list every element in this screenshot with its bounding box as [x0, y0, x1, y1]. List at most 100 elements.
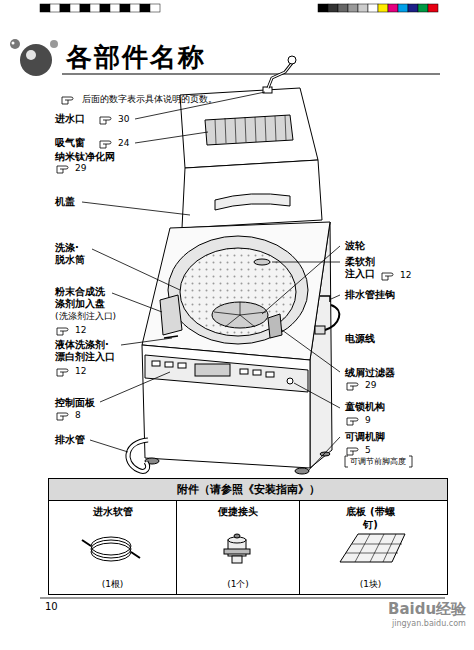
print-color-bar [50, 4, 60, 12]
part-name: 进水口 [55, 113, 85, 125]
leader-line [112, 293, 162, 312]
washing-machine [142, 345, 310, 468]
washing-machine [268, 63, 292, 88]
print-color-bar [338, 4, 348, 12]
washing-machine [164, 336, 178, 338]
leader-line [90, 440, 128, 452]
print-color-bar [40, 4, 50, 12]
part-name: 粉末合成洗 涤剂加入盘 [55, 286, 109, 310]
title-rule [62, 73, 440, 74]
connector-icon [224, 549, 250, 554]
washing-machine [288, 56, 296, 64]
accessory-name: 底板 (带螺钉) [343, 506, 399, 531]
callout-number: 8 [75, 410, 81, 421]
callout-number: 12 [400, 270, 411, 281]
page-ref-icon [347, 418, 358, 425]
print-color-bar [408, 4, 418, 12]
page-ref-icon [100, 117, 111, 124]
panel-heading: 附件（请参照《安装指南》） [49, 479, 447, 501]
leader-line [331, 295, 340, 299]
print-color-bar [388, 4, 398, 12]
washing-machine [178, 363, 186, 368]
washing-machine [215, 115, 286, 144]
connector-icon [224, 534, 250, 563]
washing-machine [287, 378, 293, 384]
callout-number: 24 [118, 138, 129, 149]
title-bubble-icon [12, 42, 15, 45]
leader-line [82, 202, 190, 215]
washing-machine [128, 440, 148, 471]
page-rule [40, 598, 445, 599]
washing-machine [212, 302, 268, 328]
washing-machine [142, 222, 330, 360]
washing-machine [168, 236, 308, 344]
print-color-bar [130, 4, 140, 12]
washing-machine [268, 314, 282, 338]
leader-line [121, 338, 172, 345]
part-name: 控制面板 [55, 397, 95, 409]
hose-icon [82, 537, 140, 561]
print-color-bar [40, 4, 438, 12]
washing-machine [165, 362, 173, 367]
part-name: 洗涤· 脱水筒 [55, 242, 91, 266]
print-color-bar [120, 4, 130, 12]
accessory-cell: 便捷接头(1个) [176, 501, 299, 594]
part-name: 排水管挂钩 [345, 289, 395, 301]
note-text: 后面的数字表示具体说明的页数。 [82, 94, 217, 105]
leader-line [262, 246, 340, 314]
part-name: 波轮 [345, 240, 365, 252]
washing-machine [195, 364, 230, 376]
washing-machine [152, 361, 160, 366]
part-name: 吸气窗 [55, 137, 85, 149]
print-color-bar [378, 4, 388, 12]
print-color-bar [90, 4, 100, 12]
callout-number: 12 [75, 325, 86, 336]
washing-machine [268, 63, 292, 88]
print-color-bar [418, 4, 428, 12]
callout-number: 29 [75, 163, 86, 174]
washing-machine [320, 296, 330, 302]
hose-icon [82, 540, 140, 558]
washing-machine [266, 372, 274, 377]
page-ref-icon [347, 448, 358, 455]
watermark: Baidu经验 [388, 600, 466, 618]
washing-machine [214, 302, 266, 327]
accessory-name: 进水软管 [93, 506, 133, 519]
leader-line [294, 383, 340, 408]
leader-line [282, 330, 340, 372]
washing-machine [145, 355, 308, 392]
page-ref-icon [57, 97, 393, 455]
page-ref-icon [382, 273, 393, 280]
washing-machine [215, 194, 290, 210]
accessory-cell: 进水软管 (1根) [49, 501, 176, 594]
print-color-bar [110, 4, 120, 12]
part-name: 液体洗涤剂· 漂白剂注入口 [55, 339, 119, 363]
watermark-url: jingyan.baidu.com [392, 619, 466, 629]
washing-machine [128, 56, 339, 474]
washing-machine [253, 370, 261, 375]
leader-line [308, 437, 340, 471]
accessory-count: (1块) [360, 579, 382, 590]
part-note: (洗涤剂注入口) [55, 311, 116, 322]
washing-machine [295, 468, 309, 474]
accessory-count: (1个) [227, 579, 249, 590]
print-color-bar [398, 4, 408, 12]
washing-machine [160, 295, 182, 335]
print-color-bar [80, 4, 90, 12]
page-ref-icon [100, 141, 111, 148]
washing-machine [182, 160, 322, 228]
part-name: 机盖 [55, 196, 75, 208]
washing-machine [254, 259, 270, 265]
hose-icon [91, 543, 131, 561]
accessory-count: (1根) [102, 579, 124, 590]
washing-machine [240, 369, 248, 374]
part-name: 童锁机构 [345, 401, 385, 413]
title-bubble-icon [50, 40, 58, 48]
part-name: 柔软剂 注入口 [345, 256, 381, 280]
part-name: 排水管 [55, 434, 85, 446]
print-color-bar [318, 4, 328, 12]
callout-number: 29 [365, 380, 376, 391]
print-color-bar [150, 4, 160, 12]
